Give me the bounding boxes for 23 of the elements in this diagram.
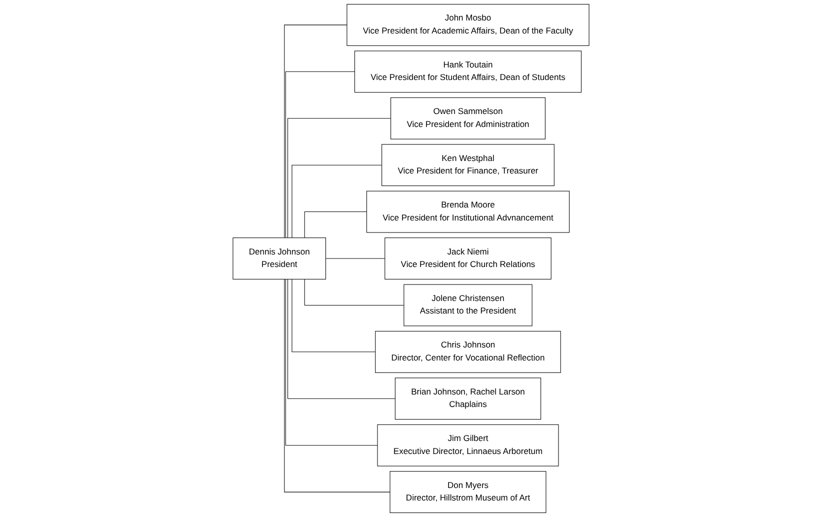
node-box: Jim Gilbert Executive Director, Linnaeus Arboretum: [377, 424, 559, 466]
node-box: Hank Toutain Vice President for Student Affairs, Dean of Students: [354, 50, 582, 93]
node-box: Dennis Johnson President: [232, 238, 326, 280]
connector: [304, 212, 367, 238]
node-box: Ken Westphal Vice President for Finance, Treasurer: [382, 144, 554, 186]
node-box: John Mosbo Vice President for Academic Affairs, Dean of the Faculty: [346, 4, 590, 46]
node-box: Owen Sammelson Vice President for Administration: [390, 97, 546, 140]
connector: [285, 278, 378, 446]
connector: [292, 164, 382, 238]
connector: [285, 71, 355, 238]
connector: [304, 278, 404, 306]
node-box: Jolene Christensen Assistant to the President: [404, 284, 532, 326]
node-box: Brian Johnson, Rachel Larson Chaplains: [394, 378, 542, 420]
connector: [288, 278, 396, 399]
node-box: Jack Niemi Vice President for Church Relations: [384, 238, 552, 280]
node-box: Don Myers Director, Hillstrom Museum of Art: [390, 471, 546, 514]
connector: [284, 278, 390, 492]
connector: [292, 278, 376, 352]
node-box: Chris Johnson Director, Center for Vocational Reflection: [375, 330, 561, 373]
connector: [325, 258, 386, 259]
node-box: Brenda Moore Vice President for Institutional Advnancement: [366, 190, 570, 233]
connector: [288, 118, 392, 238]
connector: [284, 24, 348, 238]
